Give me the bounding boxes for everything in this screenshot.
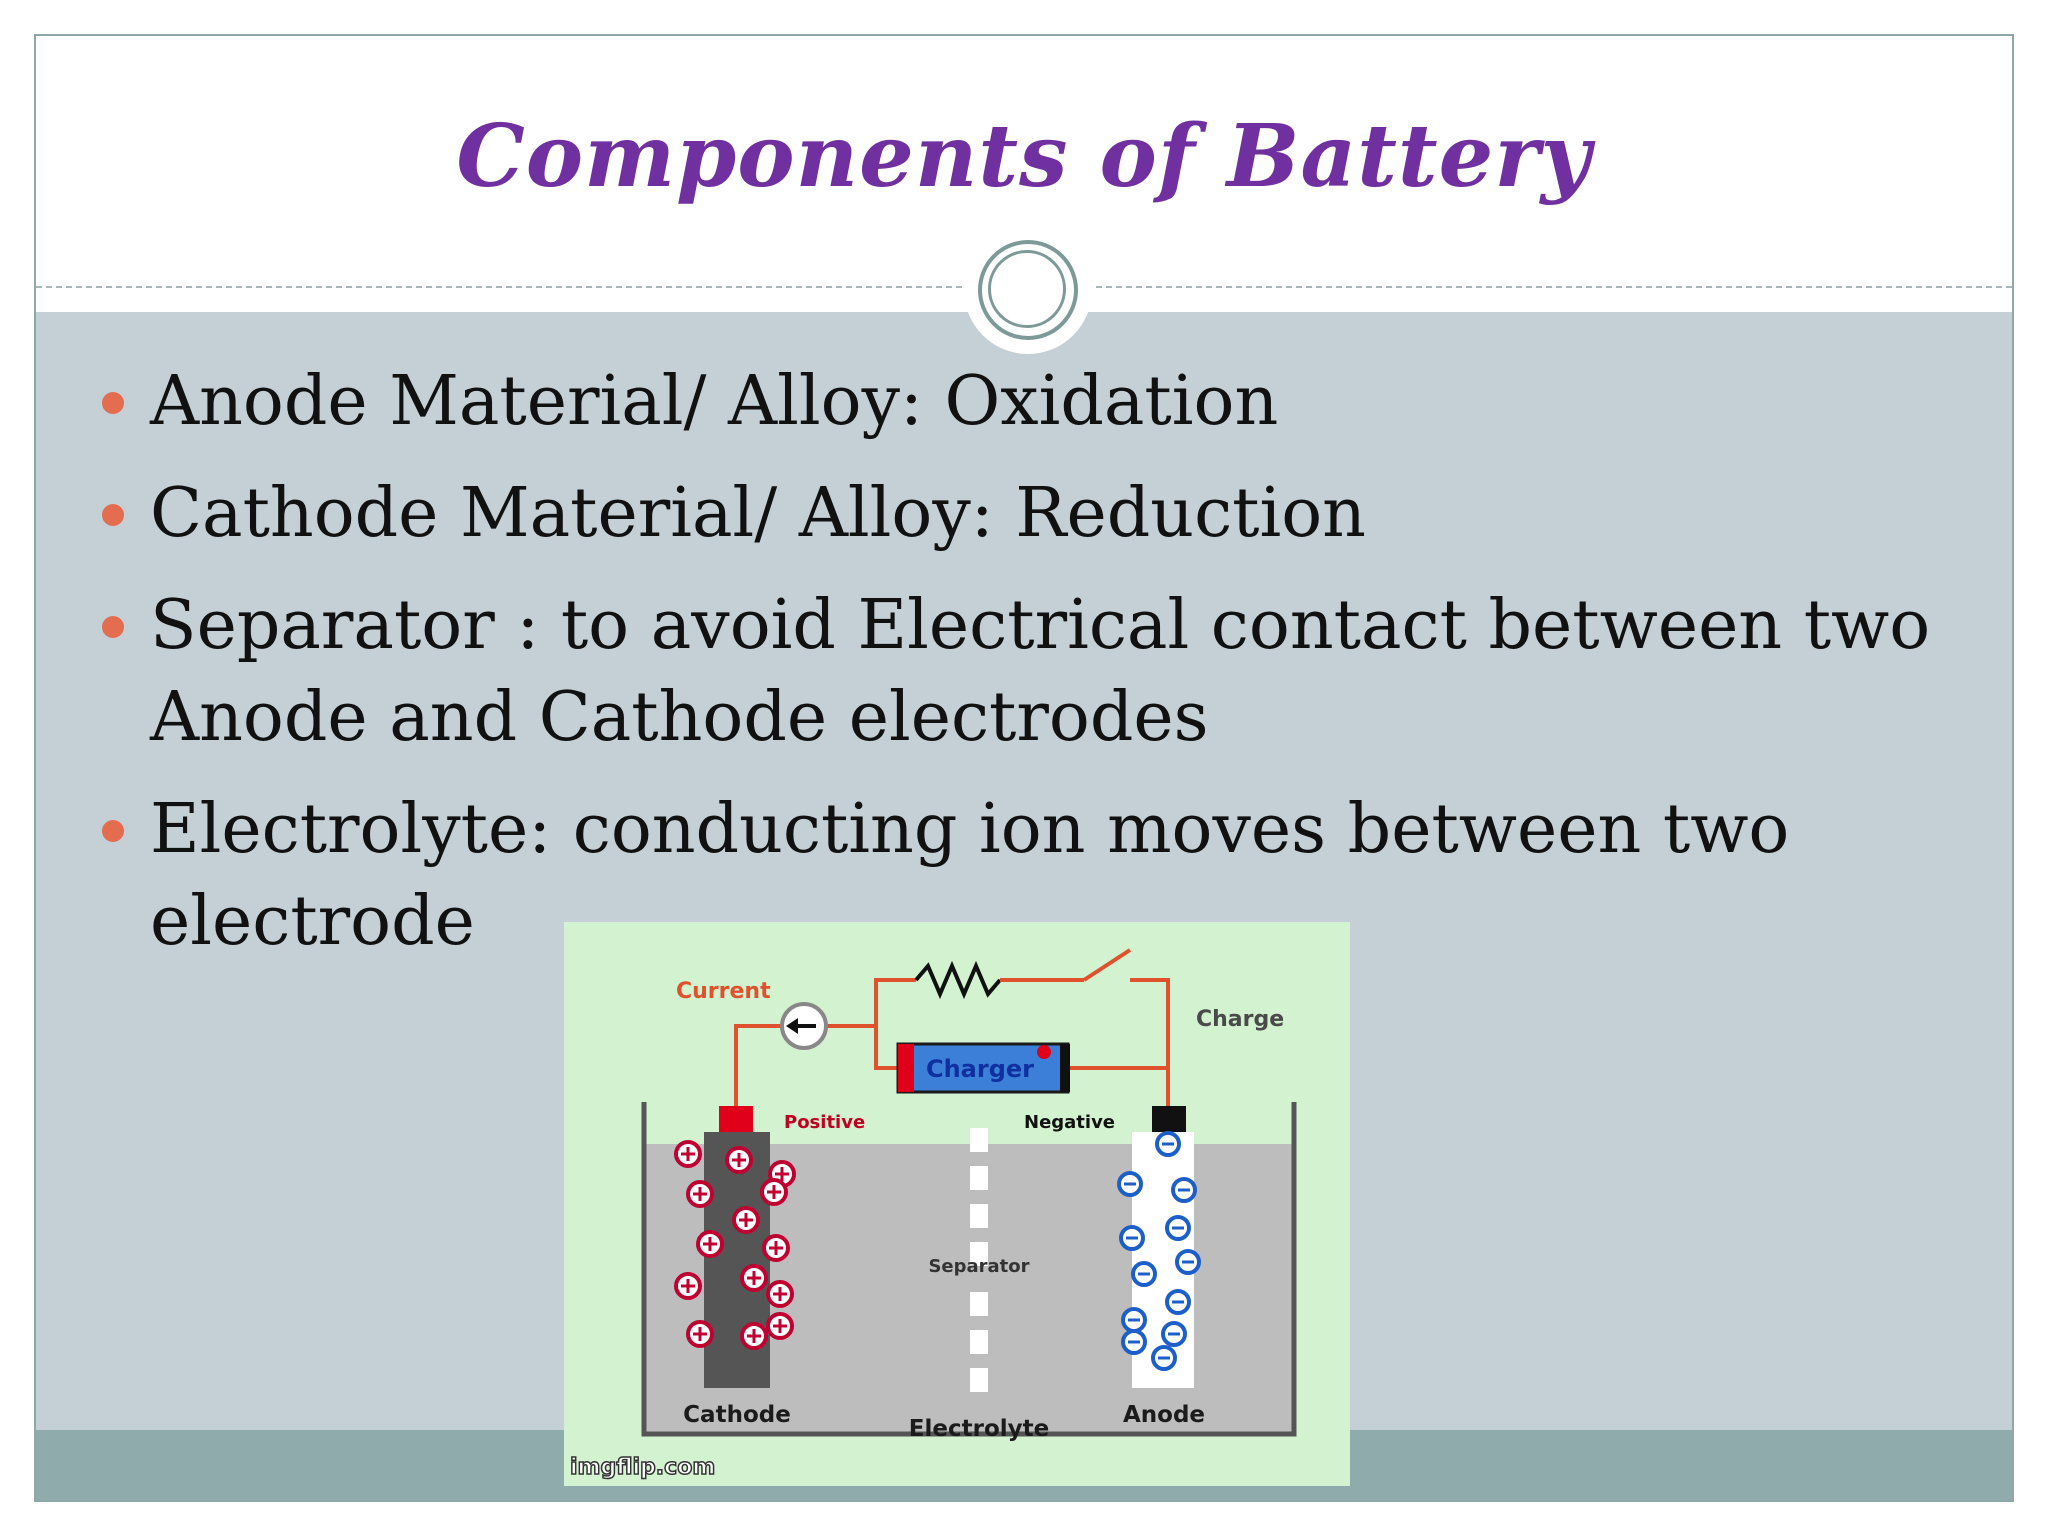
bullet-item: Cathode Material/ Alloy: Reduction <box>90 468 1970 560</box>
separator-dashes <box>970 1128 988 1392</box>
cathode-label: Cathode <box>683 1402 791 1428</box>
bullet-dot-icon <box>102 820 124 842</box>
positive-terminal <box>719 1106 753 1132</box>
tank-outline <box>641 1102 1297 1437</box>
slide: Components of Battery Anode Material/ Al… <box>34 34 2014 1502</box>
positive-ions <box>674 1140 796 1350</box>
wire-left <box>734 1024 788 1106</box>
positive-label: Positive <box>784 1112 865 1133</box>
negative-ions <box>1117 1131 1201 1371</box>
negative-terminal <box>1152 1106 1186 1132</box>
bullet-dot-icon <box>102 392 124 414</box>
anode-label: Anode <box>1123 1402 1205 1428</box>
bullet-text: Cathode Material/ Alloy: Reduction <box>150 474 1366 553</box>
imgflip-watermark: imgflip.com <box>570 1455 715 1480</box>
battery-diagram-svg: Charger Current Charge Positive Negative <box>569 948 1297 1481</box>
battery-diagram: Charger Current Charge Positive Negative <box>564 922 1350 1486</box>
separator-label: Separator <box>928 1256 1029 1277</box>
divider-circle-ornament <box>964 226 1092 354</box>
bullet-dot-icon <box>102 504 124 526</box>
bullet-text: Anode Material/ Alloy: Oxidation <box>150 362 1279 441</box>
bullet-list: Anode Material/ Alloy: Oxidation Cathode… <box>90 356 1970 988</box>
negative-label: Negative <box>1024 1112 1115 1133</box>
charger-label: Charger <box>926 1055 1034 1083</box>
resistor-icon <box>914 960 1002 1000</box>
bullet-item: Separator : to avoid Electrical contact … <box>90 580 1970 764</box>
slide-title: Components of Battery <box>456 106 1592 207</box>
wire-charger-left <box>874 1026 898 1070</box>
current-label: Current <box>676 979 771 1004</box>
wire-top-left <box>820 978 916 1028</box>
electrolyte-label: Electrolyte <box>909 1416 1049 1442</box>
bullet-dot-icon <box>102 616 124 638</box>
bullet-item: Anode Material/ Alloy: Oxidation <box>90 356 1970 448</box>
charge-label: Charge <box>1196 1007 1284 1032</box>
bullet-text: Separator : to avoid Electrical contact … <box>150 586 1931 757</box>
wire-right <box>1130 978 1170 1106</box>
bullet-text: Electrolyte: conducting ion moves betwee… <box>150 790 1790 961</box>
bullet-item: Electrolyte: conducting ion moves betwee… <box>90 784 1970 968</box>
switch-icon <box>1082 948 1132 982</box>
